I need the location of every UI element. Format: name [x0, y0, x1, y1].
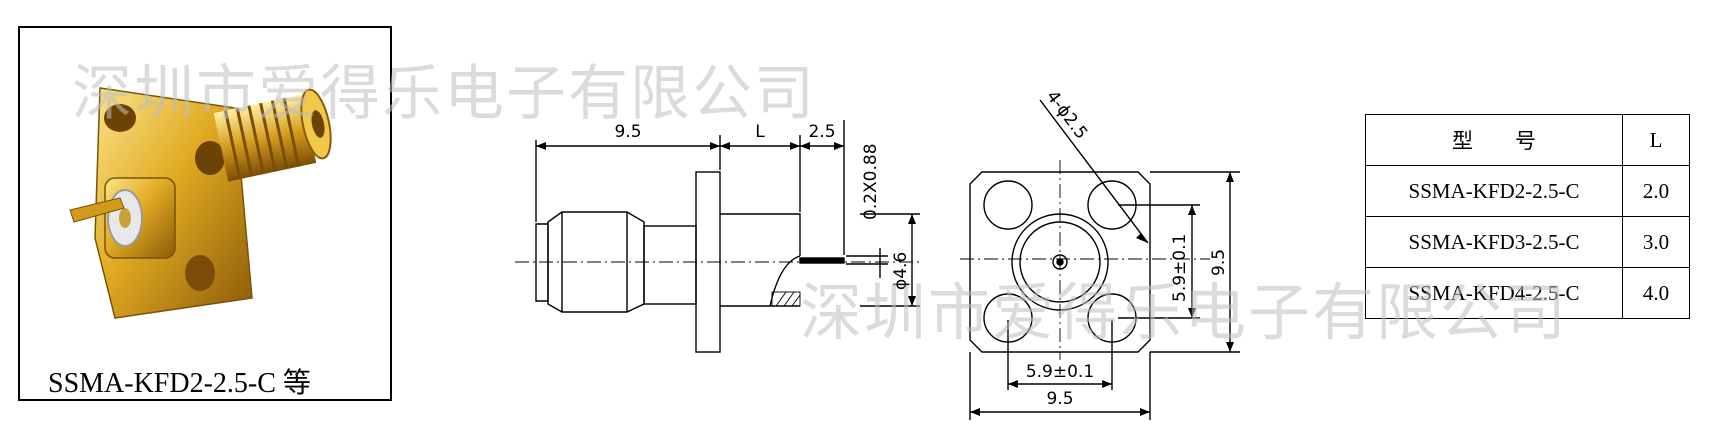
- front-flange: [969, 171, 1151, 353]
- connector-photo: [69, 87, 332, 319]
- dim-label-9-5: 9.5: [614, 122, 641, 142]
- dim-label-2-5: 2.5: [808, 122, 835, 142]
- side-pin: [799, 257, 845, 264]
- dim-label-pin: 0.2X0.88: [861, 143, 881, 220]
- side-body: [643, 225, 697, 305]
- side-hatch: [771, 291, 801, 307]
- table-row: SSMA-KFD3-2.5-C 3.0: [1365, 216, 1690, 268]
- table-row: SSMA-KFD2-2.5-C 2.0: [1365, 165, 1690, 217]
- threaded-body: [213, 88, 332, 182]
- cell-model: SSMA-KFD3-2.5-C: [1365, 216, 1623, 268]
- front-pin: [1052, 254, 1068, 270]
- dim-label-L: L: [755, 122, 765, 142]
- cell-L: 3.0: [1622, 216, 1690, 268]
- side-nut: [535, 223, 549, 302]
- side-flange: [695, 171, 721, 353]
- cell-model: SSMA-KFD2-2.5-C: [1365, 165, 1623, 217]
- dim-leader-holes: [1039, 99, 1149, 244]
- model-table: 型 号 L SSMA-KFD2-2.5-C 2.0 SSMA-KFD3-2.5-…: [1365, 114, 1690, 319]
- dim-label-diameter: ϕ4.6: [891, 252, 911, 290]
- table-row: SSMA-KFD4-2.5-C 4.0: [1365, 267, 1690, 319]
- solder-tab: [69, 197, 125, 223]
- cell-L: 2.0: [1622, 165, 1690, 217]
- product-photo-panel: SSMA-KFD2-2.5-C 等: [18, 26, 392, 401]
- dim-label-height: 9.5: [1209, 249, 1229, 276]
- dim-label-spacing-h: 5.9±0.1: [1026, 362, 1094, 382]
- front-body-inner: [1019, 221, 1101, 303]
- dim-label-spacing-v: 5.9±0.1: [1170, 234, 1190, 302]
- mount-hole: [104, 104, 136, 132]
- cell-model: SSMA-KFD4-2.5-C: [1365, 267, 1623, 319]
- table-header-row: 型 号 L: [1365, 114, 1690, 166]
- front-hole-tl: [983, 180, 1033, 230]
- cell-L: 4.0: [1622, 267, 1690, 319]
- photo-caption: SSMA-KFD2-2.5-C 等: [48, 368, 311, 399]
- mount-hole: [195, 141, 225, 175]
- front-body-outer: [1011, 213, 1109, 311]
- header-L: L: [1622, 114, 1690, 166]
- dim-label-width: 9.5: [1046, 389, 1073, 409]
- header-model: 型 号: [1365, 114, 1623, 166]
- mount-hole: [185, 255, 215, 291]
